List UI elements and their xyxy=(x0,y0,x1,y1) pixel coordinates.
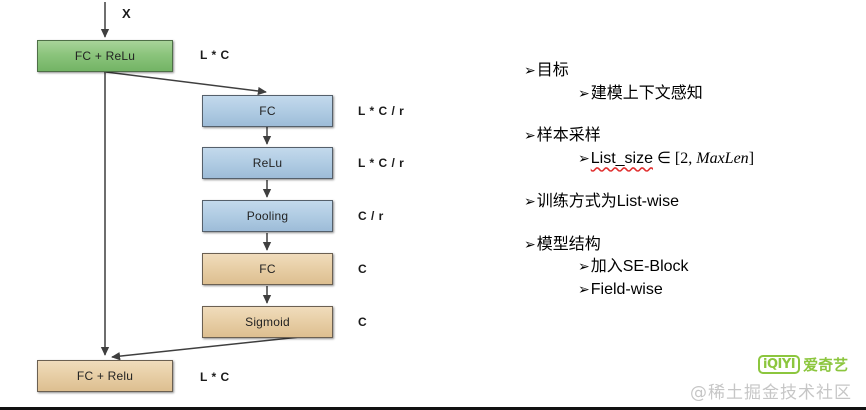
bullet-text: Field-wise xyxy=(590,281,663,299)
node-fc-relu-bottom[interactable]: FC + Relu xyxy=(37,360,173,392)
bullet-item-sampling: ➢ 样本采样 xyxy=(524,125,864,148)
dim-label-fc-relu-bottom: L * C xyxy=(200,370,230,384)
bullet-text: 建模上下文感知 xyxy=(590,84,703,102)
iqiyi-wordmark: iQIYI xyxy=(758,354,801,375)
bullet-marker-icon: ➢ xyxy=(524,62,536,78)
bullet-item-training-mode: ➢ 训练方式为List-wise xyxy=(524,191,864,214)
bullet-item-model-structure: ➢ 模型结构 xyxy=(524,234,864,257)
bullet-text: 加入SE-Block xyxy=(590,258,689,276)
maxlen-variable: MaxLen xyxy=(696,150,749,168)
dim-label-fc-2: C xyxy=(358,262,368,276)
node-label: Pooling xyxy=(246,209,289,223)
node-label: FC xyxy=(259,262,276,276)
dim-label-pooling: C / r xyxy=(358,209,384,223)
node-label: FC + ReLu xyxy=(74,49,136,63)
bullet-gap xyxy=(524,214,864,234)
node-sigmoid[interactable]: Sigmoid xyxy=(202,306,333,338)
node-label: FC + Relu xyxy=(76,369,134,383)
bullet-marker-icon: ➢ xyxy=(524,235,536,252)
bullet-text: 训练方式为List-wise xyxy=(536,192,679,210)
range-close: ] xyxy=(748,150,755,168)
dim-label-sigmoid: C xyxy=(358,315,368,329)
bullet-item-se-block: ➢ 加入SE-Block xyxy=(524,256,864,279)
iqiyi-logo: iQIYI 爱奇艺 xyxy=(758,354,848,375)
bullet-text: 目标 xyxy=(536,62,569,79)
bullet-marker-icon: ➢ xyxy=(524,127,536,144)
range-open: [2, xyxy=(674,150,693,168)
bullet-marker-icon: ➢ xyxy=(524,192,536,209)
iqiyi-chinese-name: 爱奇艺 xyxy=(803,356,849,374)
bullet-marker-icon: ➢ xyxy=(578,281,590,298)
bullet-item-list-size: ➢ List_size ∈ [2, MaxLen] xyxy=(524,148,864,171)
dim-label-fc-relu-top: L * C xyxy=(200,48,230,62)
node-relu-1[interactable]: ReLu xyxy=(202,147,333,179)
node-label: FC xyxy=(259,104,276,118)
bullet-list: ➢ 目标 ➢ 建模上下文感知 ➢ 样本采样 ➢ List_size ∈ [2, … xyxy=(524,60,864,302)
bullet-item-field-wise: ➢ Field-wise xyxy=(524,279,864,302)
node-label: ReLu xyxy=(252,156,283,170)
dim-label-relu-1: L * C / r xyxy=(358,156,405,170)
bullet-text: 样本采样 xyxy=(536,127,601,145)
dim-label-fc-1: L * C / r xyxy=(358,104,405,118)
misspelled-token: List_size xyxy=(590,150,653,168)
bullet-gap xyxy=(524,171,864,191)
node-pooling[interactable]: Pooling xyxy=(202,200,333,232)
node-fc-relu-top[interactable]: FC + ReLu xyxy=(37,40,173,72)
node-label: Sigmoid xyxy=(245,315,290,329)
bullet-marker-icon: ➢ xyxy=(578,150,590,167)
bullet-text: 模型结构 xyxy=(536,235,601,253)
bullet-marker-icon: ➢ xyxy=(578,258,590,275)
site-watermark: @稀土掘金技术社区 xyxy=(690,383,852,403)
bullet-item-context-modeling: ➢ 建模上下文感知 xyxy=(524,83,864,106)
bullet-text-listsize: List_size ∈ [2, MaxLen] xyxy=(591,148,754,171)
node-fc-1[interactable]: FC xyxy=(202,95,333,127)
element-of-operator: ∈ xyxy=(656,150,671,168)
node-fc-2[interactable]: FC xyxy=(202,253,333,285)
bullet-marker-icon: ➢ xyxy=(578,84,590,101)
bullet-gap xyxy=(524,105,864,125)
bullet-item-goal: ➢ 目标 xyxy=(524,60,864,83)
input-label-x: X xyxy=(122,6,131,21)
